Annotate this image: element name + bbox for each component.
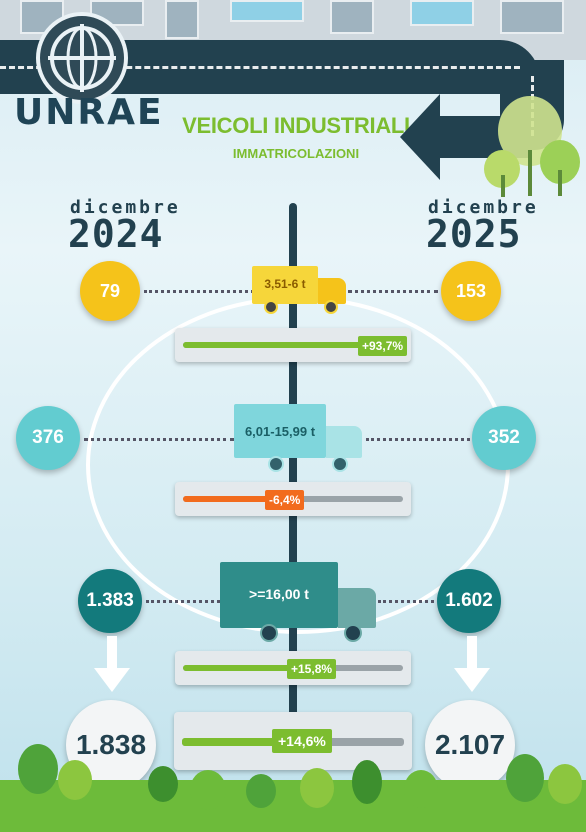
- segment-2-change-bar: -6,4%: [175, 482, 411, 516]
- segment-3-change-label: +15,8%: [287, 659, 337, 679]
- segment-3-left-connector: [146, 600, 220, 603]
- segment-1-right-connector: [348, 290, 438, 293]
- arrow-left-icon: [400, 94, 440, 180]
- unrae-logo-globe-icon: [36, 12, 128, 104]
- segment-3-left-value: 1.383: [78, 569, 142, 633]
- truck-small-icon: 3,51-6 t: [252, 266, 348, 314]
- city-map-illustration: [0, 0, 586, 60]
- segment-3-right-connector: [378, 600, 434, 603]
- arrow-down-right-icon: [454, 636, 490, 692]
- truck-medium-icon: 6,01-15,99 t: [234, 404, 366, 472]
- page-title: VEICOLI INDUSTRIALI: [182, 113, 410, 138]
- segment-2-left-value: 376: [16, 406, 80, 470]
- arrow-down-left-icon: [94, 636, 130, 692]
- truck-large-icon: >=16,00 t: [220, 562, 380, 644]
- total-change-label: +14,6%: [272, 729, 332, 753]
- segment-1-change-bar: +93,7%: [175, 328, 411, 362]
- right-period-year: 2025: [426, 212, 522, 256]
- page-subtitle: IMMATRICOLAZIONI: [232, 146, 360, 161]
- total-left-value: 1.838: [66, 700, 156, 790]
- segment-1-change-label: +93,7%: [358, 336, 408, 356]
- segment-2-right-value: 352: [472, 406, 536, 470]
- segment-2-change-label: -6,4%: [265, 490, 305, 510]
- unrae-logo-text: UNRAE: [14, 92, 164, 133]
- segment-2-left-connector: [84, 438, 234, 441]
- segment-2-label: 6,01-15,99 t: [244, 424, 316, 439]
- segment-1-left-connector: [144, 290, 254, 293]
- segment-3-change-bar: +15,8%: [175, 651, 411, 685]
- right-period-month: dicembre: [428, 197, 539, 218]
- left-period-year: 2024: [68, 212, 164, 256]
- total-right-value: 2.107: [425, 700, 515, 790]
- segment-2-right-connector: [366, 438, 470, 441]
- segment-3-label: >=16,00 t: [249, 586, 309, 602]
- left-period-month: dicembre: [70, 197, 181, 218]
- segment-3-right-value: 1.602: [437, 569, 501, 633]
- segment-1-left-value: 79: [80, 261, 140, 321]
- total-change-bar: +14,6%: [174, 712, 412, 770]
- segment-1-right-value: 153: [441, 261, 501, 321]
- segment-1-label: 3,51-6 t: [264, 277, 306, 291]
- road-dashes: [0, 66, 520, 69]
